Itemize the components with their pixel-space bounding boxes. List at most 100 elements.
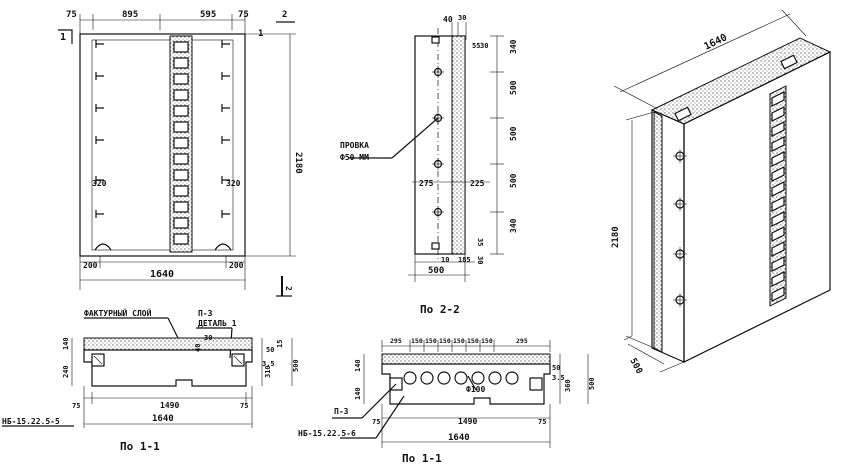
s11m-top-dim: 150	[467, 337, 479, 345]
iso-shear-key	[771, 286, 785, 302]
elevation-shear-key	[173, 137, 189, 149]
s11m-right-360: 360	[564, 379, 572, 392]
s22-right-dim: 500	[509, 173, 518, 188]
s22-dim-30: 30	[458, 14, 466, 22]
s11m-hole	[488, 371, 502, 385]
s11m-p3-label: П-3	[334, 407, 349, 416]
s11m-bottom-1490: 1490	[458, 417, 477, 426]
iso-shear-key	[771, 91, 785, 107]
s11m-top-dim: 295	[516, 337, 528, 345]
s22-dim-30b: 30	[480, 42, 488, 50]
s22-right-dim: 500	[509, 80, 518, 95]
elevation-tie-mark	[221, 176, 230, 184]
elev-bottom-dim-200-right: 200	[229, 261, 244, 270]
s11m-title: По 1-1	[402, 452, 442, 465]
s22-right-dim: 340	[509, 39, 518, 54]
s22-dim-35: 35	[476, 238, 484, 246]
iso-shear-key	[771, 211, 785, 227]
s22-dim-40: 40	[443, 15, 453, 24]
elev-section-arrow-label: 1	[60, 32, 66, 43]
iso-front-face	[683, 51, 831, 363]
elevation-shear-key	[173, 201, 189, 213]
s22-dim-225: 225	[470, 179, 485, 188]
s22-hole-label-1: ПРОВКА	[340, 141, 369, 150]
elevation-tie-mark	[221, 210, 230, 218]
elevation-tie-mark	[221, 104, 230, 112]
elevation-shear-key	[173, 169, 189, 181]
s11l-dim-30: 30	[204, 334, 212, 342]
elevation-shear-key	[173, 121, 189, 133]
iso-shear-key	[771, 271, 785, 287]
iso-shear-key	[771, 121, 785, 137]
elev-section-mark-bottom: 2	[284, 286, 293, 291]
s11m-facing-layer	[381, 353, 551, 365]
iso-top-dim: 1640	[702, 32, 728, 52]
s22-dim-275: 275	[419, 179, 434, 188]
s22-insert	[431, 36, 440, 44]
elev-height-dim: 2180	[293, 152, 303, 174]
iso-shear-key	[771, 241, 785, 257]
elev-callout-320-right: 320	[226, 179, 241, 188]
s11m-hole	[471, 371, 485, 385]
s11m-hole-dim: Ф100	[466, 385, 485, 394]
elevation-tie-mark	[221, 136, 230, 144]
s11m-hole	[437, 371, 451, 385]
s11l-title: По 1-1	[120, 440, 160, 453]
s11l-dim-40: 40	[194, 344, 202, 352]
section-2-2: 40 30 55 30 340 500 500 500 340 ПРОВКА Ф50 М…	[340, 14, 518, 316]
elev-dim-895: 895	[122, 10, 138, 20]
s11l-p3-label: П-3	[198, 309, 213, 318]
s22-hole-label-2: Ф50 ММ	[340, 153, 369, 162]
s11l-facing-label: ФАКТУРНЫЙ СЛОЙ	[84, 307, 152, 318]
elev-callout-320-left: 320	[92, 179, 107, 188]
s11m-right-35: 3.5	[552, 374, 565, 382]
s11m-top-dim: 150	[425, 337, 437, 345]
s22-width-dim: 500	[428, 266, 444, 276]
elevation-tie-mark	[95, 176, 104, 184]
elevation-tie-mark	[95, 104, 104, 112]
elev-dim-75-right: 75	[238, 10, 249, 20]
iso-shear-key	[771, 166, 785, 182]
s11m-hole	[505, 371, 519, 385]
s11m-right-50: 50	[552, 364, 560, 372]
s11m-top-dim: 150	[481, 337, 493, 345]
elevation-shear-key	[173, 57, 189, 69]
iso-shear-key	[771, 181, 785, 197]
s22-bottom-185: 185	[458, 256, 471, 264]
s11m-hole	[454, 371, 468, 385]
iso-depth-dim: 500	[627, 357, 643, 376]
s11l-bottom-75-left: 75	[72, 402, 80, 410]
elev-bottom-dim-200-left: 200	[83, 261, 98, 270]
s11l-facing-layer	[83, 337, 253, 351]
elevation-shear-key	[173, 73, 189, 85]
s22-facing-layer	[451, 35, 466, 255]
iso-shear-key	[771, 151, 785, 167]
s11m-mark: НБ-15.22.5-6	[298, 429, 356, 438]
elevation-tie-mark	[95, 136, 104, 144]
elevation-tie-mark	[221, 40, 230, 48]
s11m-right-500: 500	[588, 377, 596, 390]
s22-bottom-10: 10	[441, 256, 449, 264]
elevation-tie-mark	[221, 72, 230, 80]
s11l-mark: НБ-15.22.5-5	[2, 417, 60, 426]
s11m-hole	[403, 371, 417, 385]
elevation-tie-mark	[95, 210, 104, 218]
s11l-right-35: 3.5	[262, 360, 275, 368]
elevation-shear-key	[173, 105, 189, 117]
elev-section-mark: 2	[282, 10, 287, 20]
s22-right-dim: 340	[509, 218, 518, 233]
s11m-top-dim: 150	[411, 337, 423, 345]
s22-dim-55: 55	[472, 42, 480, 50]
elevation-tie-mark	[95, 40, 104, 48]
s11m-top-dim: 150	[453, 337, 465, 345]
s11m-left-140b: 140	[354, 387, 362, 400]
s11l-left-240: 240	[62, 365, 70, 378]
isometric-view: 1640 2180 500	[611, 9, 832, 376]
iso-shear-key	[771, 256, 785, 272]
elev-width-dim: 1640	[150, 269, 174, 280]
s11l-right-50: 50	[266, 346, 274, 354]
s11l-left-140: 140	[62, 337, 70, 350]
s11m-top-dim: 150	[439, 337, 451, 345]
s11l-right-310: 310	[264, 365, 272, 378]
